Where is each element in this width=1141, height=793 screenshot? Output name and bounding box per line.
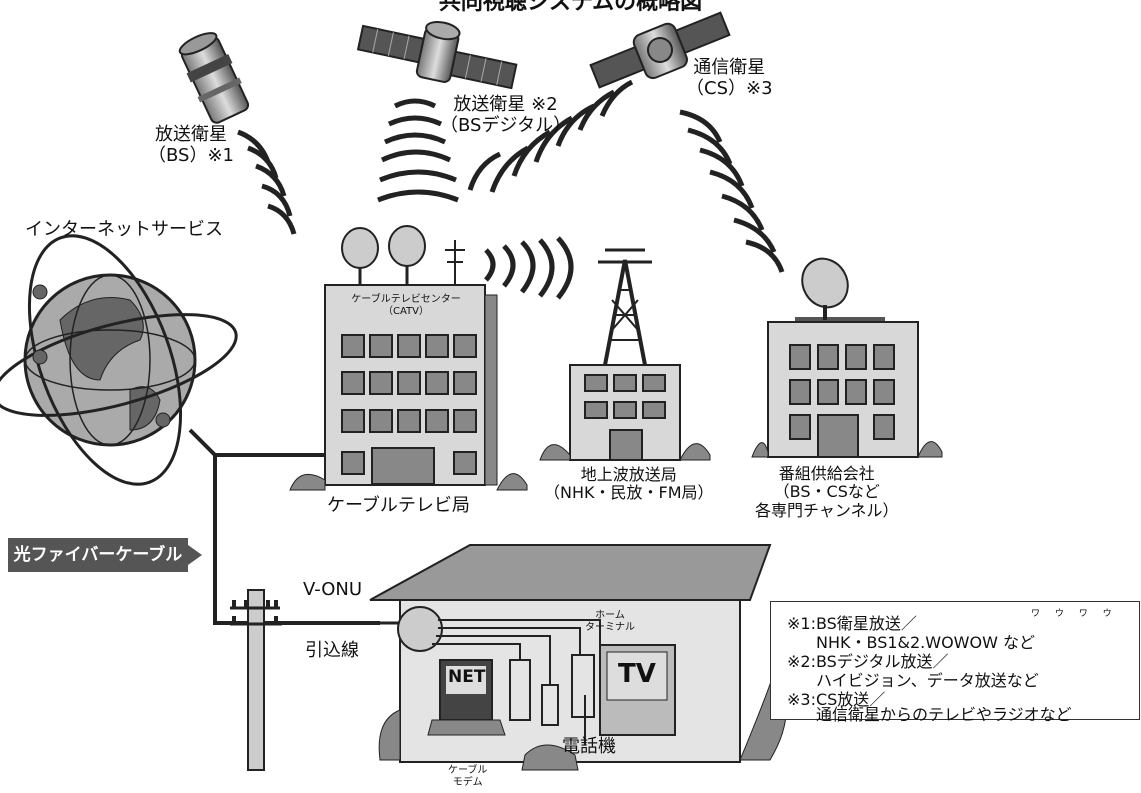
note-3-heading: ※3:CS放送／ — [787, 690, 886, 709]
program-supplier-building — [751, 257, 943, 458]
catv-sign: ケーブルテレビセンター （CATV） — [351, 294, 461, 317]
tv-label: TV — [618, 659, 656, 689]
note-1-heading: ※1:BS衛星放送／ — [787, 614, 917, 633]
terrestrial-station-building — [539, 248, 711, 461]
footnotes-box: ワ ウ ワ ウ ※1:BS衛星放送／ NHK・BS1&2.WOWOW など ※2… — [770, 601, 1140, 724]
phone-label: 電話機 — [562, 736, 616, 757]
home-terminal-label: ホーム ターミナル — [585, 610, 635, 633]
note-2-detail: ハイビジョン、データ放送など — [816, 671, 1039, 690]
bs-satellite-icon — [178, 32, 250, 124]
arrow-right-icon — [188, 545, 202, 565]
net-label: NET — [448, 667, 486, 687]
cable-modem-label: ケーブル モデム — [448, 765, 488, 788]
note-3-detail: 通信衛星からのテレビやラジオなど — [816, 705, 1072, 724]
bs-satellite-label: 放送衛星 （BS）※1 — [148, 124, 234, 166]
bs-digital-satellite-icon — [356, 21, 518, 90]
fiber-cable-label: 光ファイバーケーブル — [8, 538, 188, 572]
cs-satellite-icon — [589, 11, 731, 89]
note-1-detail: NHK・BS1&2.WOWOW など — [816, 633, 1036, 652]
v-onu-label: V-ONU — [303, 579, 363, 600]
notes-ruby: ワ ウ ワ ウ — [1031, 609, 1118, 619]
cable-tv-building — [289, 225, 528, 491]
diagram-title: 共同視聴システムの概略図 — [438, 0, 703, 15]
utility-pole — [230, 589, 400, 771]
bs-digital-satellite-label: 放送衛星 ※2 （BSデジタル） — [440, 94, 572, 136]
internet-service-label: インターネットサービス — [25, 219, 223, 240]
cs-satellite-label: 通信衛星 （CS）※3 — [686, 57, 773, 99]
note-2-heading: ※2:BSデジタル放送／ — [787, 652, 949, 671]
cable-tv-station-label: ケーブルテレビ局 — [327, 495, 470, 516]
drop-line-label: 引込線 — [305, 640, 359, 661]
signal-waves — [237, 79, 785, 300]
fiber-cable-tag: 光ファイバーケーブル — [8, 538, 204, 572]
program-supplier-label: 番組供給会社 （BS・CSなど 各専門チャンネル） — [755, 464, 899, 520]
globe-icon — [0, 234, 238, 486]
terrestrial-station-label: 地上波放送局 （NHK・民放・FM局） — [544, 465, 714, 503]
